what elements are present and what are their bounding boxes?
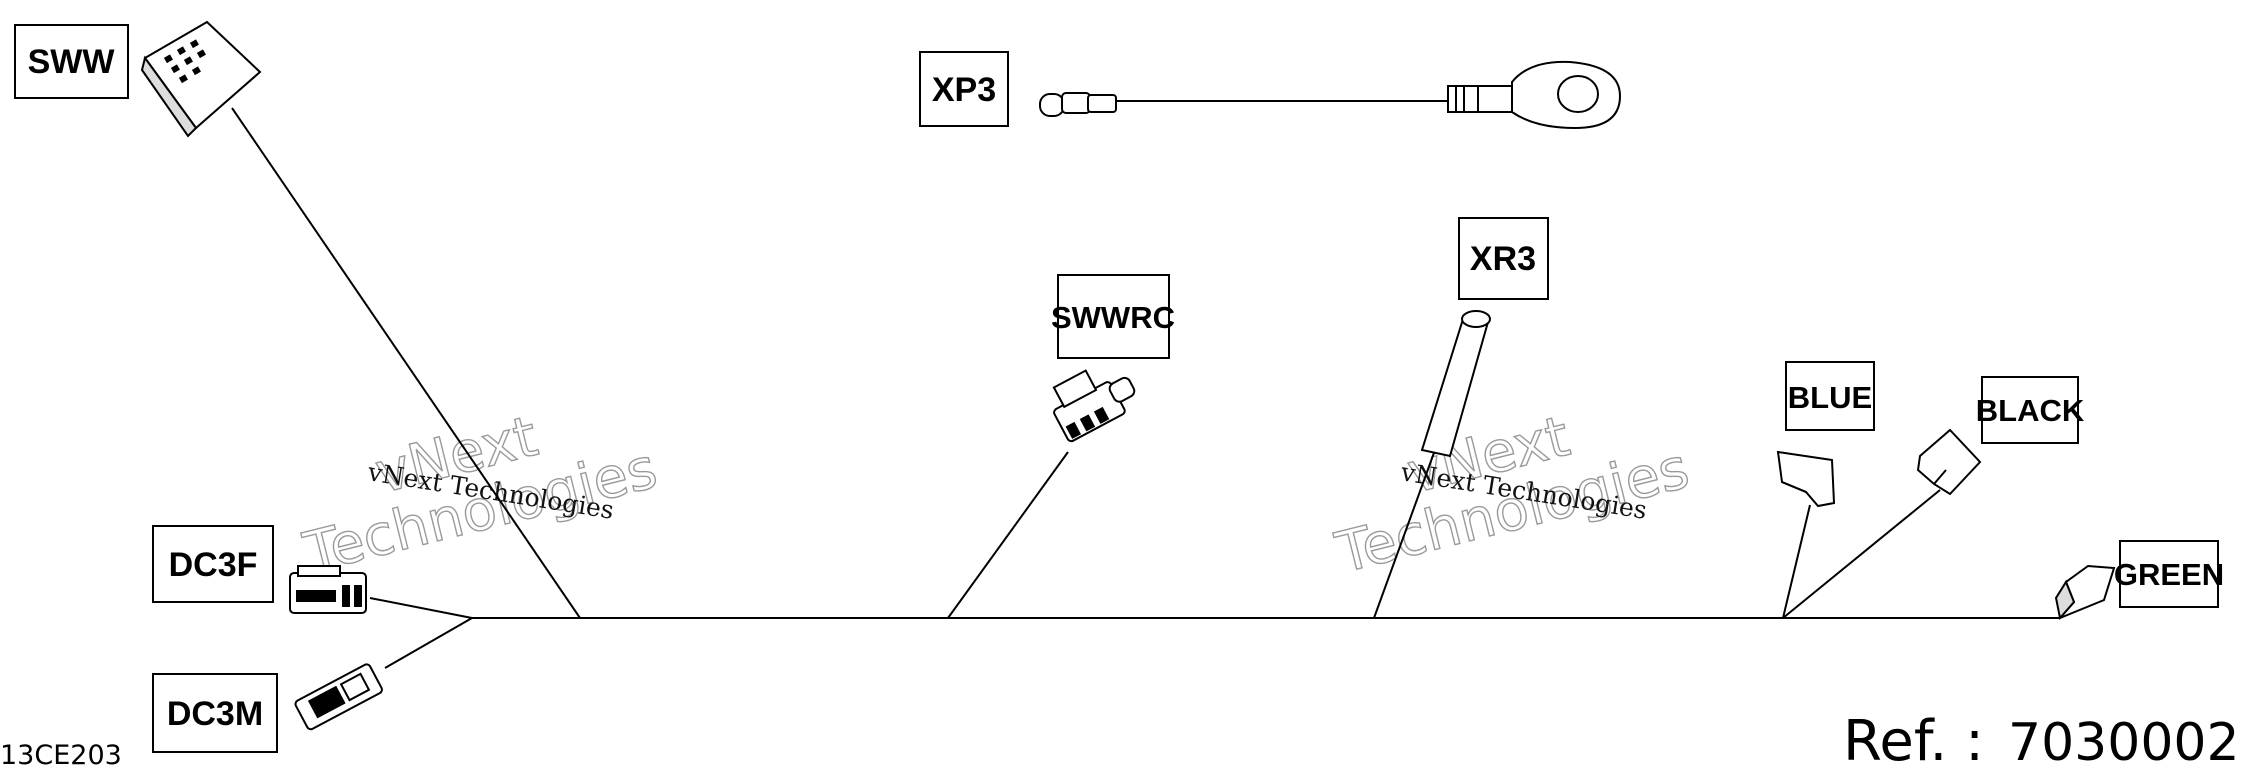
label-xp3-text: XP3 xyxy=(932,71,996,109)
drawing-id: 13CE203 xyxy=(0,740,122,766)
label-dc3f-text: DC3F xyxy=(169,546,258,584)
label-black-text: BLACK xyxy=(1976,393,2085,428)
xp3-pin-terminal xyxy=(1039,92,1128,117)
wire-dc3f xyxy=(369,597,473,619)
label-xr3: XR3 xyxy=(1458,217,1549,300)
wire-sww xyxy=(231,107,581,619)
label-swwrc-text: SWWRC xyxy=(1051,300,1175,335)
watermark-left: vNext Technologies vNext Technologies xyxy=(297,403,664,587)
watermark-right: vNext Technologies vNext Technologies xyxy=(1329,403,1696,587)
label-sww-text: SWW xyxy=(28,43,116,81)
label-dc3f: DC3F xyxy=(152,525,274,603)
wire-black xyxy=(1782,489,1941,619)
label-xp3: XP3 xyxy=(919,51,1009,127)
xp3-ring-terminal xyxy=(1447,60,1622,130)
reference-prefix: Ref. : xyxy=(1843,709,1984,766)
dc3f-connector xyxy=(289,565,367,614)
wire-dc3m xyxy=(384,617,473,669)
dc3m-connector xyxy=(294,663,383,731)
label-dc3m-text: DC3M xyxy=(167,695,263,733)
label-sww: SWW xyxy=(14,24,129,99)
label-blue-text: BLUE xyxy=(1788,380,1872,415)
wires xyxy=(231,100,2060,669)
wire-blue xyxy=(1782,504,1811,619)
wire-swwrc xyxy=(947,451,1069,619)
xr3-tube xyxy=(1420,310,1491,458)
label-dc3m: DC3M xyxy=(152,673,278,753)
label-black: BLACK xyxy=(1976,376,2085,444)
sww-connector xyxy=(140,20,262,138)
label-xr3-text: XR3 xyxy=(1470,240,1536,278)
label-green-text: GREEN xyxy=(2114,557,2224,592)
black-terminal xyxy=(1916,428,1982,496)
green-terminal xyxy=(2054,564,2116,621)
reference-number: 703000250 xyxy=(2008,713,2243,766)
label-blue: BLUE xyxy=(1785,361,1875,431)
label-swwrc: SWWRC xyxy=(1051,274,1175,359)
label-green: GREEN xyxy=(2114,540,2224,608)
wire-xr3 xyxy=(1373,449,1436,619)
blue-terminal xyxy=(1776,450,1836,508)
swwrc-connector xyxy=(1052,369,1136,443)
